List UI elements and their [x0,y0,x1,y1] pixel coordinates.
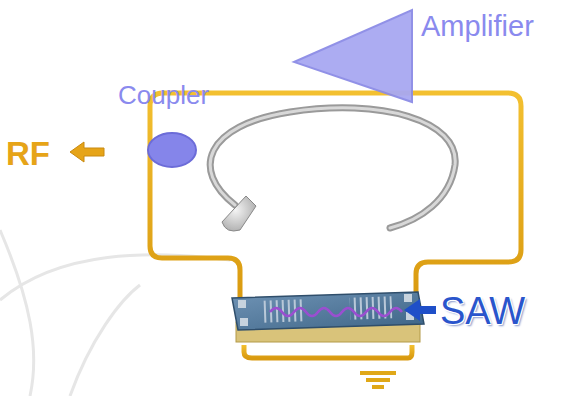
part-label: SAW [440,292,525,330]
amplifier-symbol [294,10,412,102]
rf-arrow [70,142,104,162]
background-curves [0,230,230,396]
wire-loop [150,93,521,372]
circulation-arrow [210,108,455,231]
saw-chip [232,292,424,342]
coupler-symbol [148,133,196,167]
part-label: Amplifier [421,12,534,41]
saw-arrow [404,299,436,321]
signal-label: RF [6,137,50,170]
ground-symbol [360,373,396,387]
part-label: Coupler [118,82,209,108]
